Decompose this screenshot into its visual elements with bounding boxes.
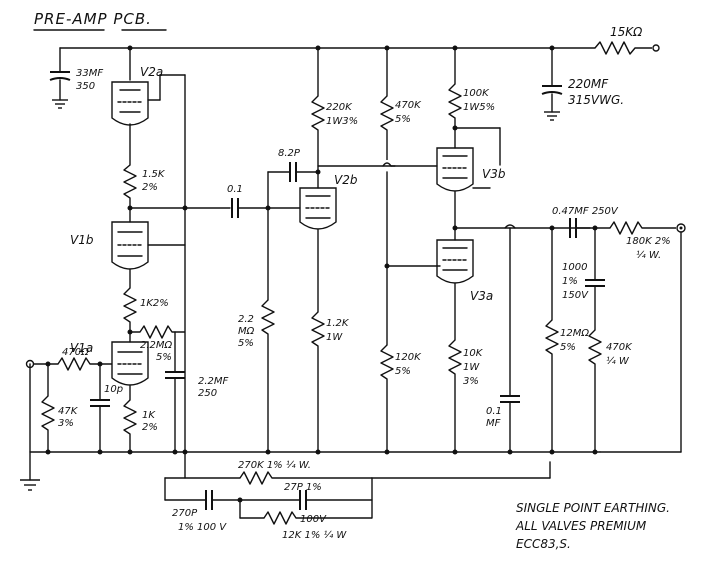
resistor-1k bbox=[123, 399, 137, 452]
label-c-8-2p: 8.2P bbox=[278, 148, 301, 159]
resistor-470k-a bbox=[380, 95, 394, 160]
label-r-47k-tol: 3% bbox=[58, 418, 74, 429]
label-v1a: V1a bbox=[70, 341, 93, 355]
resistor-120k bbox=[380, 344, 394, 452]
resistor-10k bbox=[448, 339, 462, 452]
label-r-470k-b-w: ¼ W bbox=[606, 355, 630, 367]
label-c-2-2mf-v: 250 bbox=[198, 388, 217, 399]
resistor-1k2 bbox=[123, 287, 137, 332]
label-r-120k: 120K bbox=[395, 352, 422, 363]
label-v2b: V2b bbox=[334, 173, 358, 187]
label-c-220mf: 220MF bbox=[568, 77, 609, 91]
tube-v3a bbox=[436, 239, 474, 284]
label-r-470k-a: 470K bbox=[395, 100, 422, 111]
resistor-12k-b bbox=[263, 511, 372, 525]
label-c-10p: 10p bbox=[104, 384, 123, 395]
capacitor-220mf bbox=[541, 47, 563, 121]
label-v3a: V3a bbox=[470, 289, 493, 303]
label-r-2-2m-b-tol: 5% bbox=[238, 338, 254, 349]
label-r-220k: 220K bbox=[326, 102, 353, 113]
resistor-1-2k bbox=[311, 311, 325, 452]
label-c-27p: 27P 1% bbox=[284, 482, 322, 493]
tube-v2b bbox=[299, 187, 337, 230]
label-r-10k-spec: 1W bbox=[463, 362, 480, 373]
label-c-0-47mf: 0.47MF 250V bbox=[552, 206, 619, 217]
label-c-220mf-v: 315VWG. bbox=[568, 93, 624, 107]
label-r-470k-a-tol: 5% bbox=[395, 114, 411, 125]
label-c-1000-v: 150V bbox=[562, 290, 589, 301]
label-r-220k-spec: 1W3% bbox=[326, 116, 358, 127]
resistor-180k bbox=[609, 221, 676, 235]
label-c-0-1mf-unit: MF bbox=[486, 418, 501, 429]
label-c-1000-tol: 1% bbox=[562, 276, 578, 287]
label-r-10k-tol: 3% bbox=[463, 376, 479, 387]
label-r-180k-w: ¼ W. bbox=[636, 249, 661, 261]
label-r-10k: 10K bbox=[463, 348, 484, 359]
ground-bus bbox=[20, 363, 601, 491]
note-ecc83: ECC83,S. bbox=[516, 537, 571, 551]
label-c-1000: 1000 bbox=[562, 262, 587, 273]
label-v3b: V3b bbox=[482, 167, 506, 181]
label-c-270p-spec: 1% 100 V bbox=[178, 522, 227, 533]
label-r-12m: 12MΩ bbox=[560, 328, 589, 339]
tube-v2a bbox=[111, 81, 149, 126]
resistor-470k-b bbox=[588, 329, 602, 452]
label-c-33mf: 33MF bbox=[76, 68, 103, 79]
label-r-2-2m-tol: 5% bbox=[156, 352, 172, 363]
label-v1b: V1b bbox=[70, 233, 94, 247]
label-r-2-2m-b: 2.2 bbox=[238, 314, 254, 325]
resistor-220k bbox=[311, 95, 325, 172]
label-c-270p: 270P bbox=[172, 508, 198, 519]
label-r-2-2m: 2.2MΩ bbox=[140, 340, 173, 351]
label-r-12m-tol: 5% bbox=[560, 342, 576, 353]
resistor-470 bbox=[57, 357, 112, 371]
resistor-15k bbox=[594, 41, 652, 55]
label-r-1-5k-tol: 2% bbox=[142, 182, 158, 193]
label-r-1-2k-spec: 1W bbox=[326, 332, 343, 343]
resistor-1-5k bbox=[123, 164, 137, 208]
resistor-2-2m-b bbox=[261, 299, 275, 452]
label-r-1k-tol: 2% bbox=[142, 422, 158, 433]
tube-v3b bbox=[436, 147, 474, 192]
label-r-270k: 270K 1% ¼ W. bbox=[238, 459, 311, 471]
resistor-2-2m bbox=[130, 325, 185, 339]
label-v2a: V2a bbox=[140, 65, 163, 79]
note-valves: ALL VALVES PREMIUM bbox=[515, 519, 647, 533]
label-r-12k-b: 12K 1% ¼ W bbox=[282, 529, 347, 541]
resistor-12m bbox=[545, 319, 559, 452]
schematic-title: PRE-AMP PCB. bbox=[34, 10, 152, 28]
label-r-47k: 47K bbox=[58, 406, 79, 417]
label-r-1k2: 1K2% bbox=[140, 298, 169, 309]
label-c-2-2mf: 2.2MF bbox=[198, 376, 229, 387]
capacitor-33mf bbox=[49, 47, 71, 109]
label-r-100k-spec: 1W5% bbox=[463, 102, 495, 113]
label-c-33mf-v: 350 bbox=[76, 81, 95, 92]
label-r-470: 470Ω bbox=[62, 347, 89, 358]
label-r-470k-b: 470K bbox=[606, 342, 633, 353]
label-r-180k: 180K 2% bbox=[626, 236, 671, 247]
resistor-47k bbox=[41, 395, 55, 452]
note-earthing: SINGLE POINT EARTHING. bbox=[516, 501, 670, 515]
label-r-100k: 100K bbox=[463, 88, 490, 99]
label-c-27p-v: 100V bbox=[300, 514, 327, 525]
label-c-0-1: 0.1 bbox=[227, 184, 243, 195]
label-r-1-2k: 1.2K bbox=[326, 318, 350, 329]
label-r-1-5k: 1.5K bbox=[142, 169, 166, 180]
supply-terminal bbox=[652, 44, 660, 52]
resistor-100k bbox=[448, 83, 462, 128]
label-r-120k-tol: 5% bbox=[395, 366, 411, 377]
label-r-15k: 15KΩ bbox=[610, 25, 643, 39]
tube-v1a bbox=[111, 341, 149, 386]
supply-rail bbox=[59, 45, 596, 51]
tube-v1b bbox=[111, 221, 149, 270]
label-c-0-1mf: 0.1 bbox=[486, 406, 502, 417]
label-r-1k: 1K bbox=[142, 410, 156, 421]
resistor-270k bbox=[239, 471, 372, 485]
label-r-2-2m-b-unit: MΩ bbox=[238, 326, 255, 337]
